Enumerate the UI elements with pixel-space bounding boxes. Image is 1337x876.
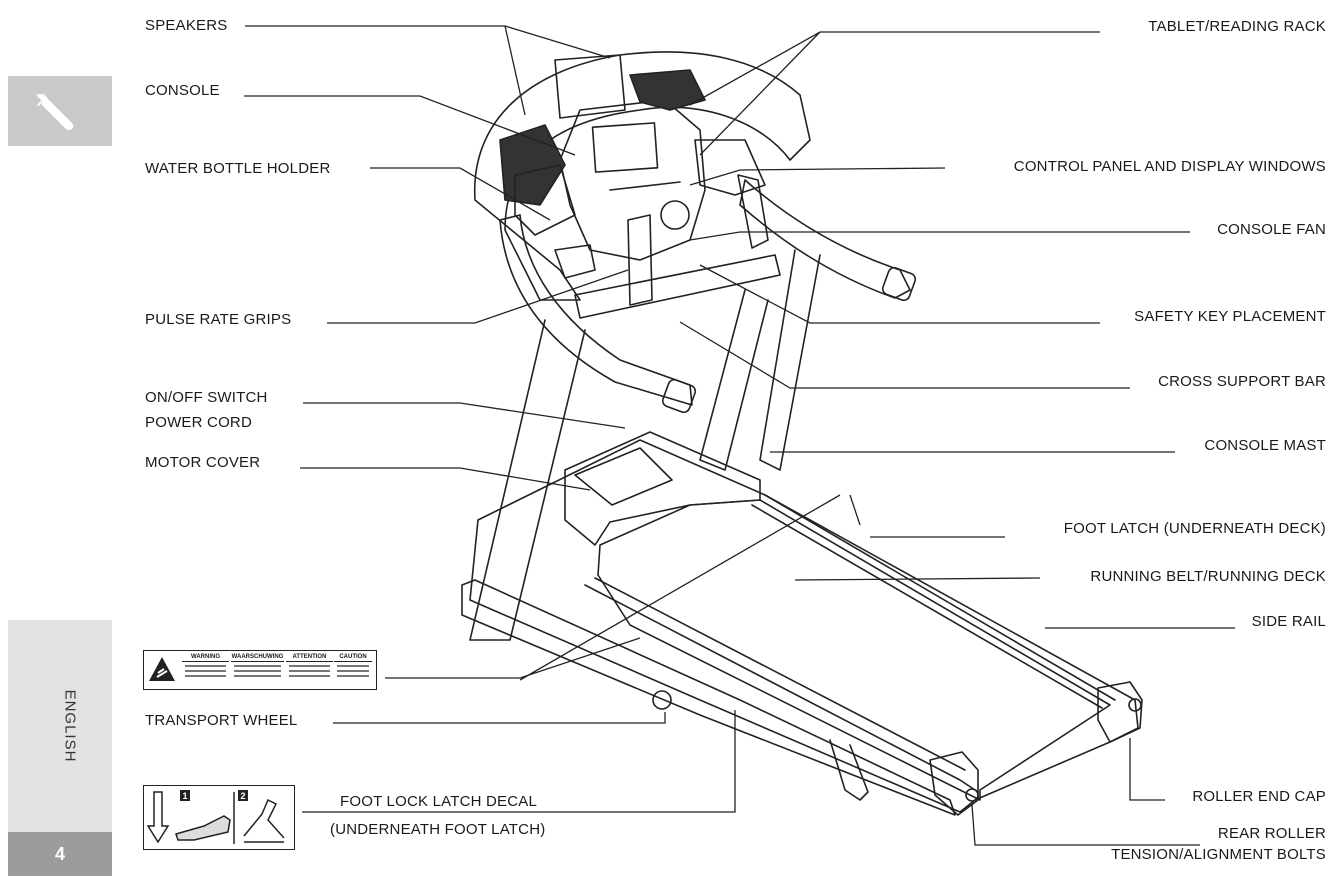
label-power-cord: POWER CORD: [145, 414, 252, 431]
motor-cover-panel: [574, 447, 673, 506]
label-safety-key: SAFETY KEY PLACEMENT: [1134, 308, 1326, 325]
warning-column-title: WARNING: [182, 653, 229, 662]
label-underneath-foot-latch: (UNDERNEATH FOOT LATCH): [330, 821, 546, 838]
side-rail-left-inner: [594, 577, 966, 771]
label-motor-cover: MOTOR COVER: [145, 454, 261, 471]
treadmill-drawing: [461, 51, 1143, 816]
foot-icon: [175, 815, 231, 841]
leader-foot-latch: [519, 494, 1005, 681]
label-console-fan: CONSOLE FAN: [1217, 221, 1326, 238]
leader-control: [689, 167, 946, 186]
leader-belt: [794, 577, 1041, 581]
label-cross-support-bar: CROSS SUPPORT BAR: [1158, 373, 1326, 390]
label-running-belt: RUNNING BELT/RUNNING DECK: [1090, 568, 1326, 585]
leader-rear-roller: [971, 804, 1200, 846]
motor-cover: [564, 431, 761, 546]
water-bottle-holder: [514, 164, 576, 236]
wrench-icon: [36, 93, 74, 131]
step-1: 1: [182, 791, 187, 801]
warning-column: WAARSCHUWING: [231, 653, 284, 685]
side-tray-right: [694, 139, 766, 196]
side-rail-left: [584, 584, 979, 793]
rear-roller-bolt-right: [1128, 698, 1142, 712]
label-side-rail: SIDE RAIL: [1251, 613, 1326, 630]
label-pulse-rate-grips: PULSE RATE GRIPS: [145, 311, 292, 328]
warning-decal: WARNING WAARSCHUWING ATTENTION CAUTION: [143, 650, 377, 690]
roller-end-cap-left: [929, 751, 979, 816]
console-mast-right: [699, 289, 769, 471]
warning-column: WARNING: [182, 653, 229, 685]
page-number: 4: [8, 832, 112, 876]
handle-end-right: [881, 266, 917, 302]
console-mast-right-outer: [759, 249, 821, 471]
warning-column-title: CAUTION: [334, 653, 372, 662]
speaker-right: [629, 69, 706, 111]
label-control-panel: CONTROL PANEL AND DISPLAY WINDOWS: [1013, 158, 1326, 175]
label-speakers: SPEAKERS: [145, 17, 228, 34]
pulse-grip-right: [737, 174, 769, 249]
down-arrow-icon: [146, 791, 170, 844]
display-window: [591, 122, 659, 173]
handle-end-left: [661, 378, 697, 414]
side-rail-right: [764, 494, 1116, 701]
leader-safety: [699, 264, 1100, 324]
language-tab: ENGLISH: [8, 620, 112, 832]
sidebar-tool-tab: [8, 76, 112, 146]
label-on-off-switch: ON/OFF SWITCH: [145, 389, 268, 406]
cross-support-bar: [574, 254, 781, 319]
leader-water: [370, 167, 551, 221]
control-panel-strip: [609, 181, 681, 191]
leader-fan: [689, 231, 1190, 241]
tablet-rack: [554, 54, 626, 119]
label-console-mast: CONSOLE MAST: [1204, 437, 1326, 454]
foot-icon-2: [243, 798, 285, 839]
label-foot-lock-latch-decal: FOOT LOCK LATCH DECAL: [340, 793, 538, 810]
leader-end-cap: [1129, 738, 1165, 801]
leader-motor: [300, 467, 591, 491]
leader-console: [244, 95, 576, 156]
console-fan-dial: [660, 200, 690, 230]
transport-wheel: [652, 690, 672, 710]
pulse-grip-left: [627, 214, 653, 306]
label-rear-roller: REAR ROLLER: [1217, 825, 1326, 842]
warning-column: ATTENTION: [286, 653, 333, 685]
foot-lock-latch-decal: 1 2: [143, 785, 295, 850]
leader-speakers: [245, 25, 611, 116]
label-console: CONSOLE: [145, 82, 220, 99]
leader-foot-lock: [302, 710, 736, 813]
rear-roller-bolt: [965, 788, 979, 802]
rear-leg: [829, 739, 869, 801]
leader-tablet: [689, 31, 1100, 156]
leader-onoff: [303, 402, 626, 429]
warning-triangle-icon: [149, 657, 175, 681]
label-tension-bolts: TENSION/ALIGNMENT BOLTS: [1111, 846, 1326, 863]
leader-cross: [679, 321, 1130, 389]
handlebar-right: [739, 179, 911, 299]
leader-pulse: [327, 269, 629, 324]
label-foot-latch: FOOT LATCH (UNDERNEATH DECK): [1063, 520, 1326, 537]
label-transport-wheel: TRANSPORT WHEEL: [145, 712, 298, 729]
label-water-bottle-holder: WATER BOTTLE HOLDER: [145, 160, 331, 177]
leader-transport: [333, 712, 666, 724]
console-mast-left: [469, 319, 586, 641]
label-tablet-reading-rack: TABLET/READING RACK: [1148, 18, 1326, 35]
leader-lines: [244, 25, 1235, 846]
warning-column-title: WAARSCHUWING: [231, 654, 284, 662]
step-2: 2: [240, 791, 245, 801]
console-body: [559, 99, 706, 261]
label-roller-end-cap: ROLLER END CAP: [1192, 788, 1326, 805]
warning-column-title: ATTENTION: [286, 653, 333, 662]
handlebar-left: [499, 214, 693, 406]
warning-column: CAUTION: [334, 653, 372, 685]
side-tray: [554, 244, 596, 279]
roller-end-cap-right: [1097, 681, 1143, 743]
frame-base: [461, 579, 956, 816]
foot-lock-illustration: 1 2: [146, 790, 285, 844]
side-rail-right-inner: [751, 504, 1103, 709]
leader-decal: [385, 637, 641, 679]
